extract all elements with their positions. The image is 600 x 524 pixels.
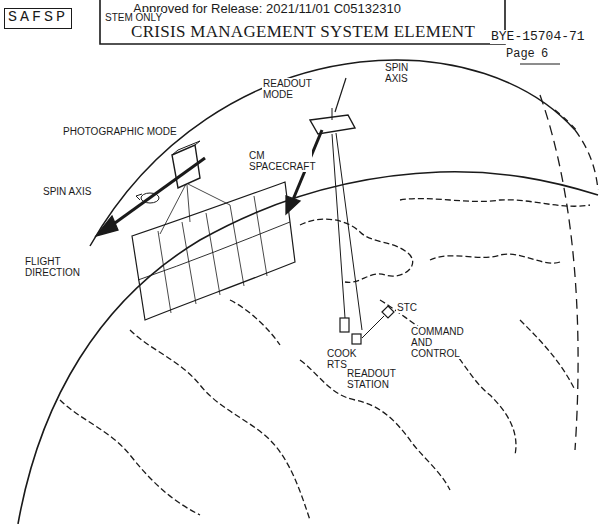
- agency-mark: SAFSP: [4, 8, 72, 29]
- mode-label: PHOTOGRAPHIC MODE: [62, 126, 178, 137]
- function-label: COMMAND AND CONTROL: [410, 326, 484, 359]
- caveat-text: STEM ONLY: [104, 12, 163, 23]
- page-word: Page: [505, 48, 536, 61]
- document-number: BYE-15704-71: [490, 30, 586, 44]
- release-stamp: Approved for Release: 2021/11/01 C051323…: [132, 2, 402, 16]
- mode-label: READOUT MODE: [262, 78, 316, 100]
- axis-label: SPIN AXIS: [384, 62, 422, 84]
- direction-label: FLIGHT DIRECTION: [24, 256, 88, 278]
- axis-label: SPIN AXIS: [42, 186, 92, 197]
- station-label: STC: [396, 302, 418, 313]
- station-label: COOK RTS: [326, 348, 362, 370]
- station-label: READOUT STATION: [346, 368, 406, 390]
- spacecraft-label: CM SPACECRAFT: [248, 150, 312, 172]
- page-number: 6: [540, 48, 549, 61]
- document-title: CRISIS MANAGEMENT SYSTEM ELEMENT: [130, 23, 476, 42]
